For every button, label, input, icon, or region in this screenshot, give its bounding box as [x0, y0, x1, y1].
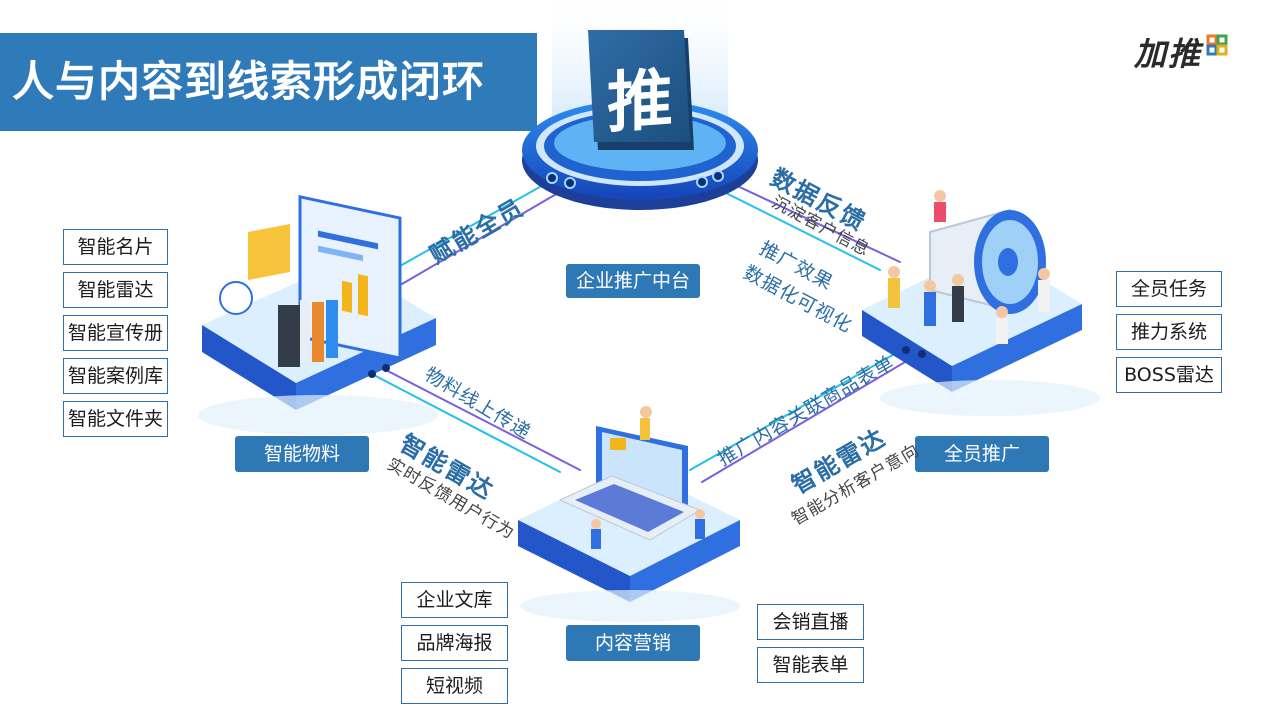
right-platform: [862, 190, 1100, 416]
logo-text: 加推: [1134, 35, 1203, 73]
tag-left-3: 智能案例库: [63, 358, 168, 394]
tag-left-2: 智能宣传册: [63, 315, 168, 351]
brand-logo: 加推: [1134, 32, 1228, 73]
node-right-label: 全员推广: [915, 436, 1049, 472]
line-left-bottom-b: [381, 367, 581, 471]
page-title: 人与内容到线索形成闭环: [12, 57, 486, 106]
tag-left-0: 智能名片: [63, 229, 168, 265]
logo-mark-icon: [1206, 34, 1228, 56]
tag-left-1: 智能雷达: [63, 272, 168, 308]
hub-icon-face: [588, 30, 690, 142]
line-center-right-a: [699, 179, 881, 271]
tag-bottom-left-2: 短视频: [401, 668, 508, 704]
tag-right-0: 全员任务: [1116, 271, 1222, 307]
bottom-platform: [518, 406, 740, 622]
node-bottom-label: 内容营销: [566, 625, 700, 661]
line-right-bottom-b: [701, 351, 923, 483]
node-left-label: 智能物料: [235, 436, 369, 472]
line-left-bottom-a: [367, 371, 561, 473]
tag-right-1: 推力系统: [1116, 314, 1222, 350]
left-platform: [198, 194, 438, 435]
title-band: 人与内容到线索形成闭环: [0, 33, 537, 131]
tag-bottom-right-0: 会销直播: [757, 604, 864, 640]
connection-lines: [367, 175, 923, 483]
hub-glyph: 推: [607, 60, 673, 143]
tag-bottom-right-1: 智能表单: [757, 647, 864, 683]
line-center-left-b: [401, 185, 571, 285]
center-hub: [522, 0, 758, 210]
line-right-bottom-a: [689, 347, 906, 471]
node-center-label: 企业推广中台: [566, 264, 700, 298]
line-center-right-b: [715, 175, 901, 263]
line-center-left-a: [392, 179, 553, 271]
tag-left-4: 智能文件夹: [63, 401, 168, 437]
tag-bottom-left-0: 企业文库: [401, 582, 508, 618]
tag-right-2: BOSS雷达: [1116, 357, 1222, 393]
tag-bottom-left-1: 品牌海报: [401, 625, 508, 661]
